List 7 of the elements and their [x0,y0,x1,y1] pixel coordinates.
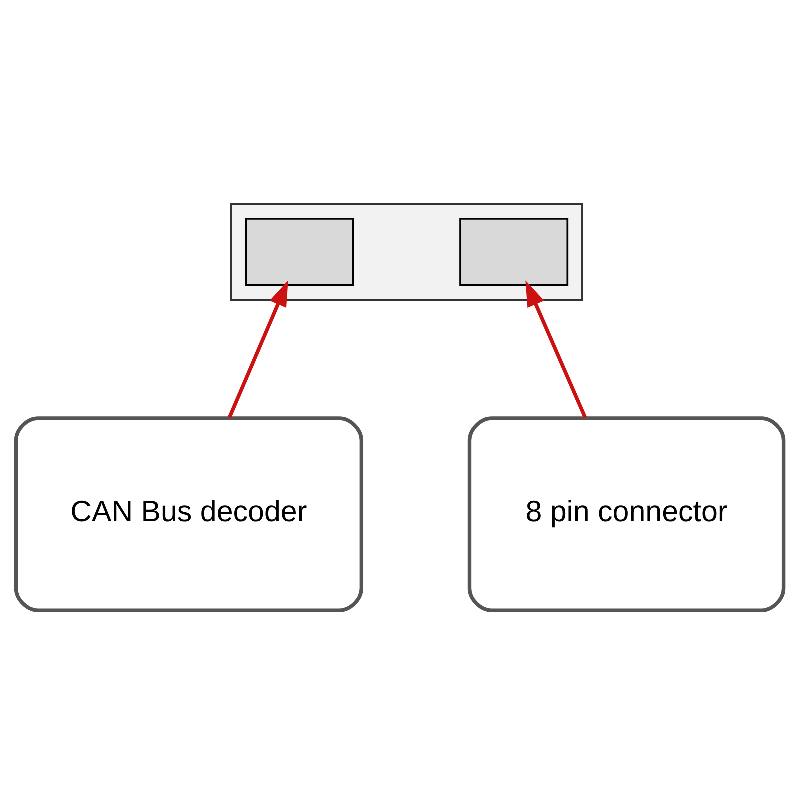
node-box: 8 pin connector [468,416,786,612]
cluster [230,203,584,302]
arrow [228,280,288,419]
node-box: CAN Bus decoder [14,416,364,612]
arrow [526,280,588,419]
node-box [460,218,569,286]
node-box [245,218,354,286]
